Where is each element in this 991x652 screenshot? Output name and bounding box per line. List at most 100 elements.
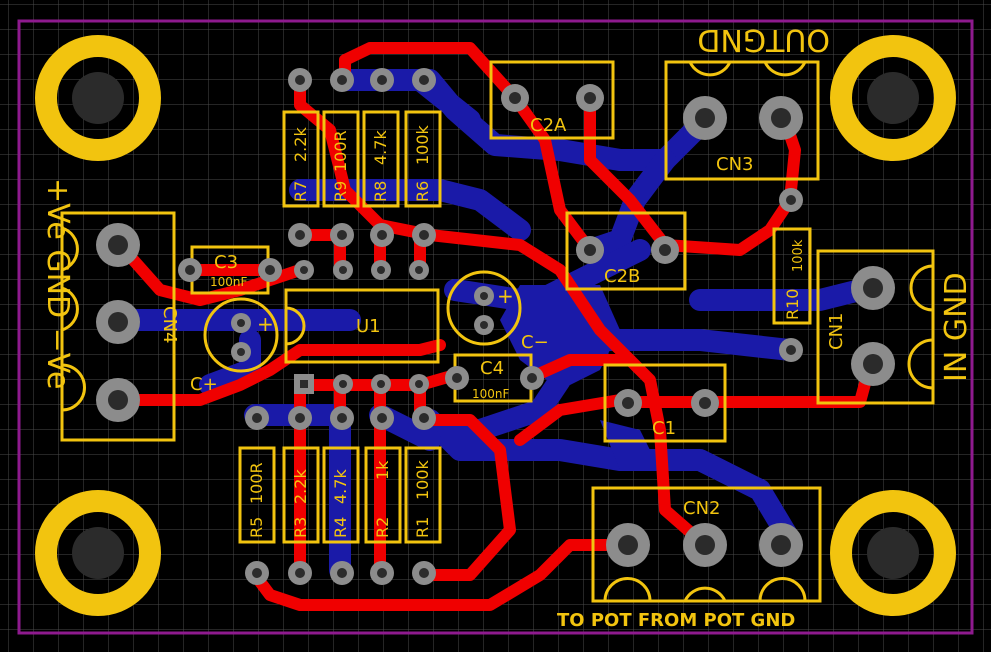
r6-pad-1	[412, 68, 436, 92]
cplus-sign: +	[257, 312, 274, 336]
r6-pad-2	[412, 223, 436, 247]
u1-pin-7	[333, 260, 353, 280]
mounting-hole-bottom-left	[35, 490, 161, 616]
c4-pad-1	[445, 366, 469, 390]
r8-value: 4.7k	[371, 130, 390, 165]
c4-label: C4	[480, 358, 504, 379]
r9-value: 100R	[331, 130, 350, 172]
c2a-pad-2	[576, 84, 604, 112]
r5-label: R5	[247, 517, 266, 538]
cn1-pad-1	[851, 266, 895, 310]
r2-label: R2	[373, 517, 392, 538]
c2a-label: C2A	[530, 115, 567, 136]
cn1-pad-2	[851, 342, 895, 386]
r5-pad-1	[245, 406, 269, 430]
cn2-pad-1	[606, 523, 650, 567]
cn3-pad-1	[683, 96, 727, 140]
r9-pad-1	[330, 68, 354, 92]
r6-value: 100k	[413, 124, 432, 165]
u1-label: U1	[356, 316, 381, 337]
power-label: +Ve GND −Ve	[40, 178, 75, 389]
r10-pad-2	[779, 338, 803, 362]
c2b-pad-2	[651, 236, 679, 264]
cn3-label: CN3	[716, 154, 754, 175]
r5-pad-2	[245, 561, 269, 585]
u1-pin-3	[371, 374, 391, 394]
cn3-pad-2	[759, 96, 803, 140]
r10-label: R10	[783, 289, 802, 320]
r9-pad-2	[330, 223, 354, 247]
c3-pad-2	[258, 258, 282, 282]
r10-pad-1	[779, 188, 803, 212]
c2a-pad-1	[501, 84, 529, 112]
r7-label: R7	[291, 181, 310, 202]
c3-pad-1	[178, 258, 202, 282]
c3-value: 100nF	[210, 275, 248, 289]
r10-value: 100k	[791, 239, 806, 272]
r8-pad-1	[370, 68, 394, 92]
u1-pin-1	[294, 374, 314, 394]
c4-pad-2	[520, 366, 544, 390]
r5-value: 100R	[247, 462, 266, 504]
mounting-hole-top-left	[35, 35, 161, 161]
cn2-label: CN2	[683, 498, 721, 519]
in-gnd-label: IN GND	[939, 272, 974, 382]
r8-label: R8	[371, 181, 390, 202]
r3-pad-2	[288, 561, 312, 585]
cminus-pad-2	[474, 315, 494, 335]
r7-pad-2	[288, 223, 312, 247]
c1-pad-1	[614, 389, 642, 417]
cplus-pad-2	[231, 342, 251, 362]
c4-value: 100nF	[472, 387, 510, 401]
r7-value: 2.2k	[291, 127, 310, 162]
r8-pad-2	[370, 223, 394, 247]
r4-value: 4.7k	[331, 469, 350, 504]
u1-pin-2	[333, 374, 353, 394]
r3-value: 2.2k	[291, 469, 310, 504]
mounting-hole-bottom-right	[830, 490, 956, 616]
cminus-label: C−	[521, 332, 549, 353]
cn4-pad-1	[96, 223, 140, 267]
c2b-label: C2B	[604, 266, 640, 287]
c1-pad-2	[691, 389, 719, 417]
top-copper	[114, 42, 876, 611]
silkscreen	[60, 60, 935, 603]
c2b-pad-1	[576, 236, 604, 264]
board-outline	[17, 19, 974, 635]
r4-pad-1	[330, 406, 354, 430]
cn2-pad-3	[759, 523, 803, 567]
r9-label: R9	[331, 181, 350, 202]
cn4-pad-2	[96, 300, 140, 344]
r3-label: R3	[291, 517, 310, 538]
r1-pad-1	[412, 406, 436, 430]
u1-pin-6	[371, 260, 391, 280]
cn2-bottom-label: TO POT FROM POT GND	[557, 610, 795, 631]
c1-label: C1	[652, 418, 676, 439]
r2-pad-1	[370, 406, 394, 430]
u1-pin-4	[409, 374, 429, 394]
u1-pin-5	[409, 260, 429, 280]
cminus-pad-1	[474, 286, 494, 306]
r2-value: 1k	[373, 460, 392, 480]
cn2-pad-2	[683, 523, 727, 567]
cminus-sign: +	[497, 284, 514, 308]
r4-pad-2	[330, 561, 354, 585]
cn1-label: CN1	[826, 313, 847, 351]
out-gnd-label: OUTGND	[697, 22, 830, 57]
cn4-pad-3	[96, 378, 140, 422]
r4-label: R4	[331, 517, 350, 538]
r6-label: R6	[413, 181, 432, 202]
cn4-label: CN4	[159, 306, 180, 344]
r3-pad-1	[288, 406, 312, 430]
r1-pad-2	[412, 561, 436, 585]
silkscreen-labels: +Ve GND −Ve OUTGND IN GND TO POT FROM PO…	[40, 22, 974, 631]
r7-pad-1	[288, 68, 312, 92]
r1-value: 100k	[413, 459, 432, 500]
cplus-pad-1	[231, 313, 251, 333]
mounting-hole-top-right	[830, 35, 956, 161]
pads	[96, 68, 895, 585]
u1-pin-8	[294, 260, 314, 280]
cplus-label: C+	[190, 374, 218, 395]
c3-label: C3	[214, 252, 238, 273]
